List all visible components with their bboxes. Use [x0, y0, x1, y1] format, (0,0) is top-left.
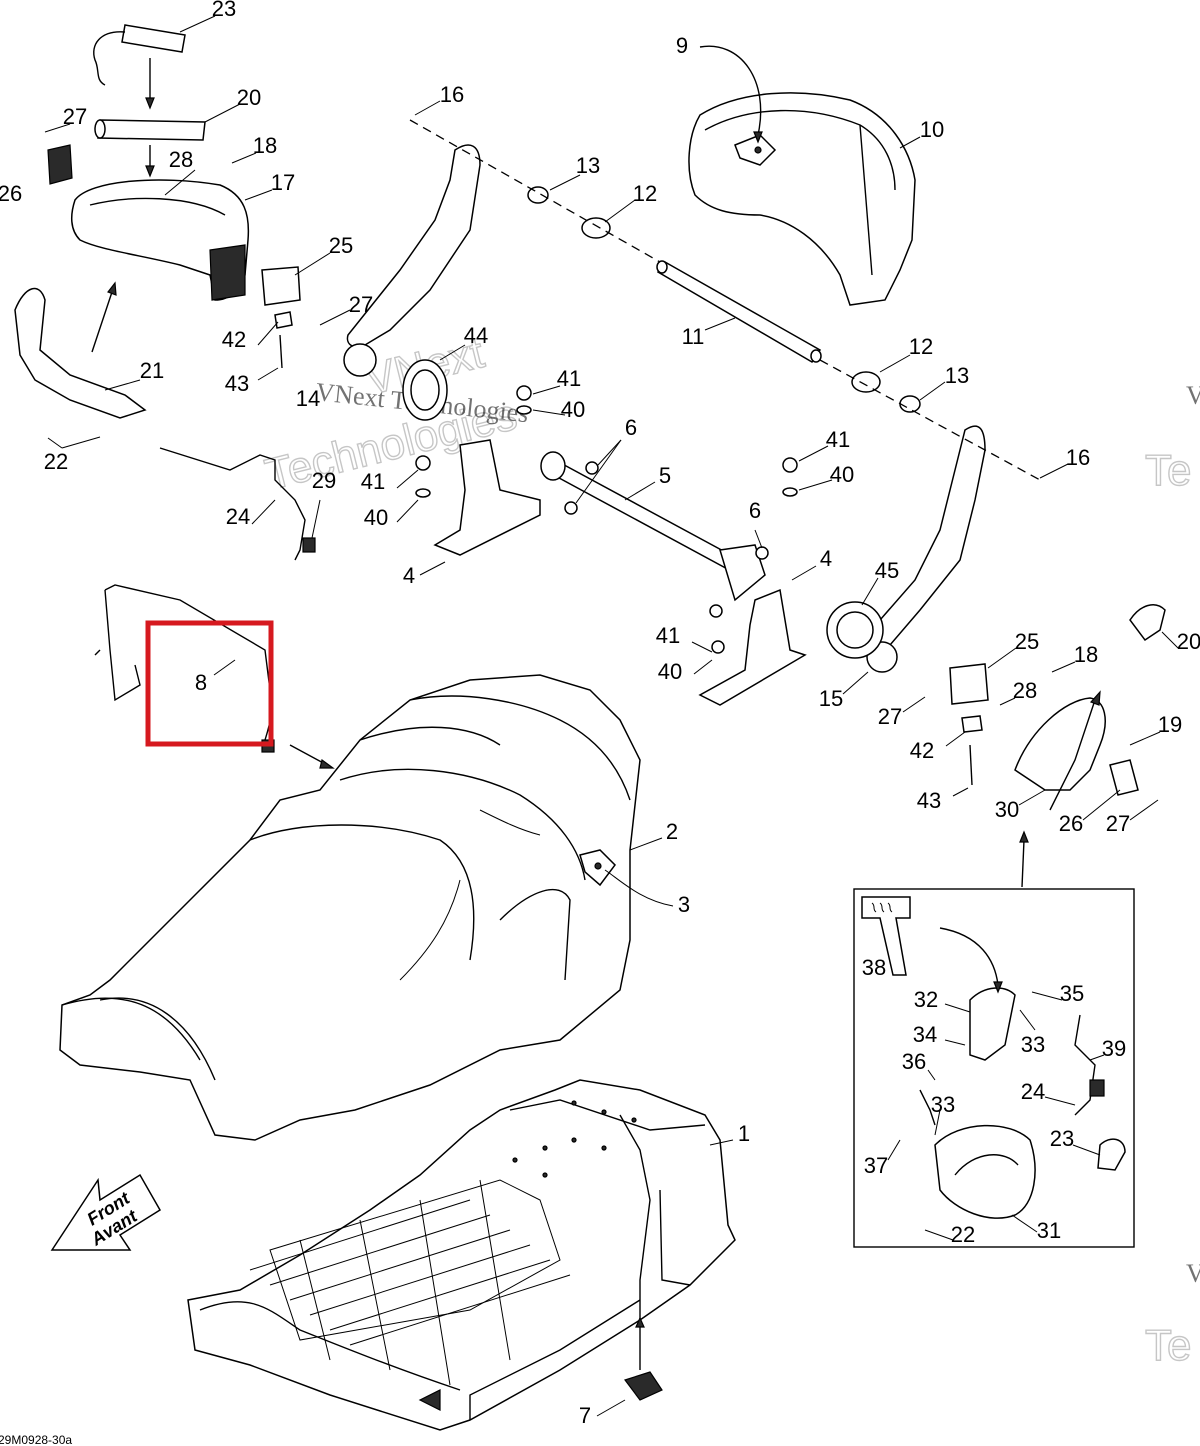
callout-43: 43 — [917, 788, 941, 813]
clip-part — [624, 1371, 663, 1401]
leader-lines — [44, 15, 1179, 1417]
callout-28: 28 — [169, 147, 193, 172]
callout-2: 2 — [666, 819, 678, 844]
callout-27: 27 — [349, 292, 373, 317]
callout-43: 43 — [225, 371, 249, 396]
callout-29: 29 — [312, 468, 336, 493]
watermark-edge-small-1: V — [1186, 381, 1200, 410]
callout-6: 6 — [749, 498, 761, 523]
callout-19: 19 — [1158, 712, 1182, 737]
highlight-box — [145, 620, 274, 747]
callout-28: 28 — [1013, 678, 1037, 703]
callout-41: 41 — [557, 366, 581, 391]
callout-11: 11 — [682, 324, 705, 349]
callout-12: 12 — [909, 334, 933, 359]
callout-39: 39 — [1102, 1036, 1126, 1061]
callout-27: 27 — [878, 704, 902, 729]
callout-22: 22 — [951, 1222, 975, 1247]
callout-9: 9 — [676, 33, 688, 58]
backrest-part — [688, 92, 916, 306]
callout-26: 26 — [0, 181, 22, 206]
callout-14: 14 — [296, 386, 320, 411]
left-handle-part — [14, 24, 301, 419]
callout-21: 21 — [140, 358, 164, 383]
front-direction-indicator: Front Avant — [50, 1173, 162, 1251]
seat-cover-part — [59, 674, 641, 1141]
callout-18: 18 — [253, 133, 277, 158]
callout-27: 27 — [63, 104, 87, 129]
callout-15: 15 — [819, 686, 843, 711]
reference-code: 29M0928-30a — [0, 1433, 72, 1446]
callout-5: 5 — [659, 463, 671, 488]
right-handle-part — [949, 604, 1166, 796]
callout-20: 20 — [1177, 629, 1200, 654]
callout-40: 40 — [658, 659, 682, 684]
callout-26: 26 — [1059, 811, 1083, 836]
callout-32: 32 — [914, 987, 938, 1012]
assembly-arrows — [91, 45, 1101, 994]
callout-1: 1 — [738, 1121, 750, 1146]
callout-23: 23 — [212, 0, 236, 21]
callout-45: 45 — [875, 558, 899, 583]
callout-18: 18 — [1074, 642, 1098, 667]
callout-44: 44 — [464, 323, 488, 348]
callout-41: 41 — [826, 427, 850, 452]
callout-25: 25 — [329, 233, 353, 258]
callout-40: 40 — [364, 505, 388, 530]
callout-27: 27 — [1106, 811, 1130, 836]
callout-17: 17 — [271, 170, 295, 195]
callout-24: 24 — [1021, 1079, 1045, 1104]
callout-41: 41 — [656, 623, 680, 648]
callout-10: 10 — [920, 117, 944, 142]
callout-25: 25 — [1015, 629, 1039, 654]
seat-base-part — [187, 1079, 736, 1431]
callout-6: 6 — [625, 415, 637, 440]
callout-41: 41 — [361, 469, 385, 494]
callout-8: 8 — [195, 670, 207, 695]
callout-31: 31 — [1037, 1218, 1061, 1243]
callout-38: 38 — [862, 955, 886, 980]
callout-22: 22 — [44, 449, 68, 474]
callout-40: 40 — [830, 462, 854, 487]
callout-13: 13 — [945, 363, 969, 388]
callout-36: 36 — [902, 1049, 926, 1074]
watermark-edge-small-2: V — [1186, 1259, 1200, 1288]
callout-4: 4 — [403, 563, 415, 588]
crossbar-part — [409, 119, 1041, 481]
callout-7: 7 — [579, 1403, 591, 1428]
callout-20: 20 — [237, 85, 261, 110]
callout-30: 30 — [995, 797, 1019, 822]
callout-35: 35 — [1060, 981, 1084, 1006]
callout-13: 13 — [576, 153, 600, 178]
callout-33: 33 — [931, 1092, 955, 1117]
axle-part — [402, 359, 884, 706]
callout-37: 37 — [864, 1153, 888, 1178]
callout-40: 40 — [561, 397, 585, 422]
callout-4: 4 — [820, 546, 832, 571]
detail-inset — [853, 888, 1135, 1248]
callout-34: 34 — [913, 1022, 937, 1047]
callout-42: 42 — [910, 738, 934, 763]
callout-24: 24 — [226, 504, 250, 529]
callout-23: 23 — [1050, 1126, 1074, 1151]
watermark-edge-2: Te — [1145, 1321, 1191, 1370]
callout-12: 12 — [633, 181, 657, 206]
callout-16: 16 — [1066, 445, 1090, 470]
watermark-edge-1: Te — [1145, 446, 1191, 495]
callout-3: 3 — [678, 892, 690, 917]
callout-42: 42 — [222, 327, 246, 352]
callout-33: 33 — [1021, 1032, 1045, 1057]
callout-16: 16 — [440, 82, 464, 107]
